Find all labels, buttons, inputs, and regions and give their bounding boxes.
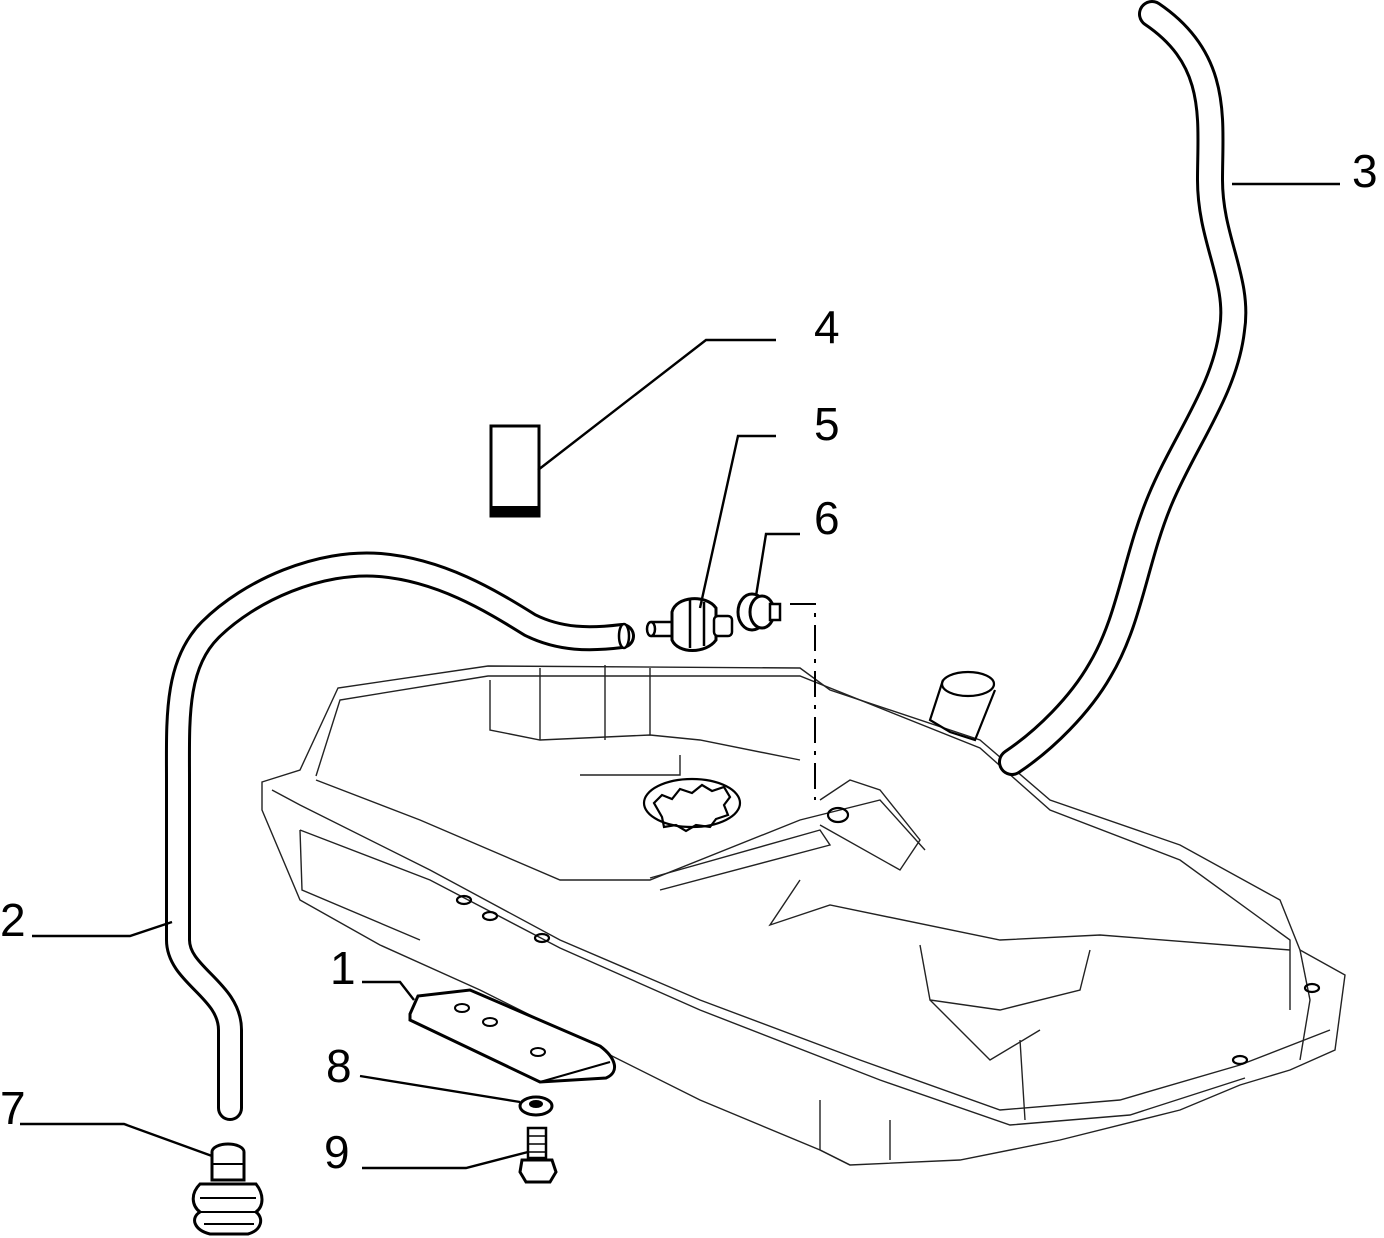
vent-hose [164,551,635,1121]
grommet [736,592,782,632]
leader-9 [362,1150,529,1170]
bolt [518,1126,558,1184]
leader-8 [359,1074,521,1104]
label-tag [489,424,541,518]
mounting-bracket [408,988,616,1084]
vent-valve [645,597,734,652]
fuel-tank [261,603,1346,1166]
callout-1: 1 [330,942,356,994]
leader-4 [537,338,776,471]
callout-7: 7 [0,1082,26,1134]
callout-9: 9 [324,1126,350,1178]
filler-hose [998,0,1248,776]
leader-1 [362,980,415,1001]
callout-5: 5 [814,398,840,450]
leader-7 [20,1122,213,1158]
callout-3: 3 [1352,145,1378,197]
callout-8: 8 [326,1040,352,1092]
leader-2 [32,920,173,938]
callout-labels: 1 2 3 4 5 6 7 8 9 [0,145,1378,1178]
callout-2: 2 [0,894,26,946]
callout-6: 6 [814,492,840,544]
rubber-boot [191,1142,264,1236]
washer [518,1095,554,1117]
leader-lines [20,182,1340,1170]
leader-5 [698,434,776,609]
callout-4: 4 [814,301,840,353]
leader-6 [754,532,800,597]
